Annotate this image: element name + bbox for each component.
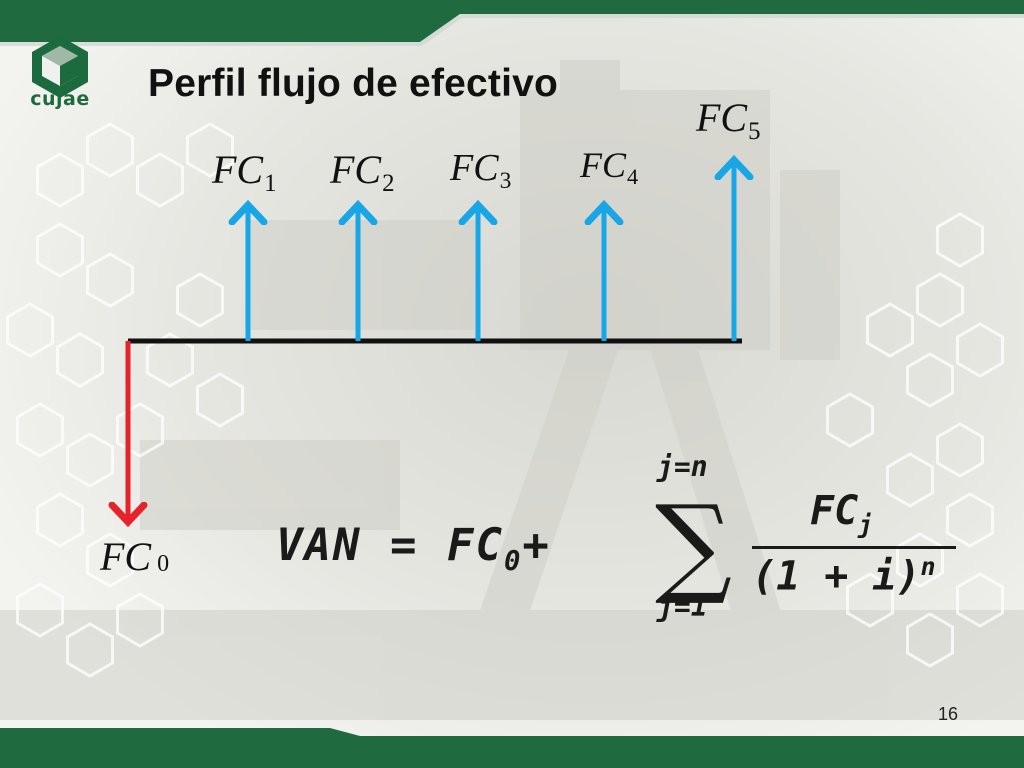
hexagon-outline: [86, 532, 134, 588]
fraction-denominator: (1 + i)n: [752, 552, 936, 599]
fraction-bar: [752, 546, 956, 549]
hexagon-outline: [16, 582, 64, 638]
hexagon-outline: [136, 152, 184, 208]
top-frame-band: [0, 0, 1024, 42]
hexagon-outline: [66, 432, 114, 488]
fc3-label: FC3: [450, 146, 511, 195]
hexagon-outline: [36, 222, 84, 278]
hexagon-outline: [36, 492, 84, 548]
hexagon-outline: [936, 422, 984, 478]
hexagon-outline: [196, 372, 244, 428]
sum-upper-limit: j=n: [657, 450, 708, 483]
hexagon-outline: [16, 402, 64, 458]
hexagon-outline: [906, 612, 954, 668]
hexagon-pattern: [6, 122, 1004, 678]
bottom-frame-band: [0, 728, 1024, 768]
fc5-label-text: FC: [696, 95, 748, 140]
denominator-text: (1 + i): [752, 553, 921, 600]
hexagon-outline: [176, 272, 224, 328]
formula-plus: +: [522, 520, 551, 571]
slide-title: Perfil flujo de efectivo: [148, 62, 559, 105]
hexagon-outline: [886, 452, 934, 508]
sum-lower-limit: j=1: [657, 590, 708, 623]
hexagon-outline: [86, 122, 134, 178]
formula-left-side: VAN = FC0+: [276, 520, 551, 577]
fc5-label: FC5: [696, 94, 761, 146]
denominator-exponent: n: [920, 552, 936, 581]
fc2-label: FC2: [330, 146, 395, 198]
fc1-label: FC1: [212, 146, 277, 198]
fc3-subscript: 3: [499, 167, 512, 194]
numerator-subscript: j: [858, 510, 874, 539]
hexagon-outline: [116, 402, 164, 458]
hexagon-outline: [56, 332, 104, 388]
hexagon-outline: [86, 252, 134, 308]
hexagon-outline: [866, 302, 914, 358]
hexagon-outline: [946, 492, 994, 548]
hexagon-outline: [956, 322, 1004, 378]
formula-equals: =: [389, 520, 419, 571]
hexagon-outline: [36, 152, 84, 208]
fc2-label-text: FC: [330, 147, 382, 192]
formula-term: FC: [446, 520, 504, 571]
hexagon-outline: [846, 572, 894, 628]
numerator-text: FC: [810, 488, 859, 534]
hexagon-outline: [6, 302, 54, 358]
fc0-label-text: FC: [100, 534, 152, 579]
logo-text: cujae: [30, 88, 90, 110]
hexagon-outline: [186, 122, 234, 178]
summation-symbol: ∑: [655, 483, 733, 608]
hexagon-outline: [66, 622, 114, 678]
fc3-label-text: FC: [450, 147, 499, 189]
hexagon-outline: [826, 392, 874, 448]
hexagon-outline: [146, 332, 194, 388]
fc1-subscript: 1: [264, 169, 277, 197]
fc5-subscript: 5: [748, 117, 761, 145]
hexagon-outline: [936, 212, 984, 268]
hexagon-outline: [906, 352, 954, 408]
hexagon-outline: [116, 592, 164, 648]
cujae-logo-icon: [32, 36, 88, 98]
fc4-label-text: FC: [580, 145, 627, 185]
formula-term-subscript: 0: [503, 545, 523, 577]
fc4-label: FC4: [580, 144, 638, 190]
fc2-subscript: 2: [382, 169, 395, 197]
fc0-subscript: 0: [157, 551, 170, 578]
hexagon-outline: [916, 272, 964, 328]
formula-van: VAN: [276, 520, 362, 571]
hexagon-outline: [956, 572, 1004, 628]
fc4-subscript: 4: [627, 164, 639, 190]
fc1-label-text: FC: [212, 147, 264, 192]
fraction-numerator: FCj: [810, 488, 873, 539]
page-number: 16: [937, 704, 959, 724]
